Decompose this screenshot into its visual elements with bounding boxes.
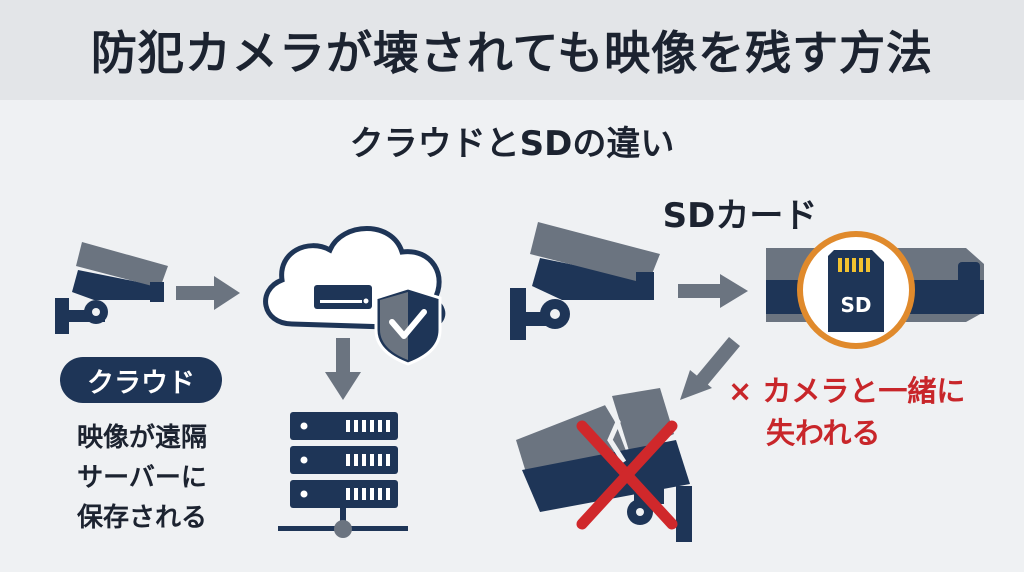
sd-warning-text1: カメラと一緒に [762,374,966,408]
sd-card-label: SD [840,293,871,317]
arrow-down-left-icon [680,337,740,400]
cloud-description-line: 保存される [76,503,207,533]
cloud-description: 映像が遠隔 サーバーに 保存される [52,418,232,538]
sd-warning-line1: × カメラと一緒に [728,370,1008,412]
shield-check-icon [374,286,442,366]
sd-card-icon [797,231,915,349]
server-rack-icon [278,412,408,538]
arrow-right-sd-icon [678,274,748,308]
page-subtitle: クラウドとSDの違い [349,124,675,164]
cloud-description-line: サーバーに [77,463,207,493]
security-camera-icon [55,242,168,334]
warning-x-icon: × [728,374,753,408]
sd-warning: × カメラと一緒に 失われる [728,370,1008,454]
security-camera-sd-icon [510,222,660,340]
page-title: 防犯カメラが壊されても映像を残す方法 [90,26,934,80]
sd-heading: SDカード [662,196,818,236]
sd-warning-text2: 失われる [766,416,881,450]
cloud-badge: クラウド [60,357,222,403]
arrow-down-icon [325,338,361,400]
cloud-description-line: 映像が遠隔 [76,423,207,453]
arrow-right-icon [176,276,240,310]
title-bar [0,0,1024,100]
broken-x-icon [576,420,678,530]
